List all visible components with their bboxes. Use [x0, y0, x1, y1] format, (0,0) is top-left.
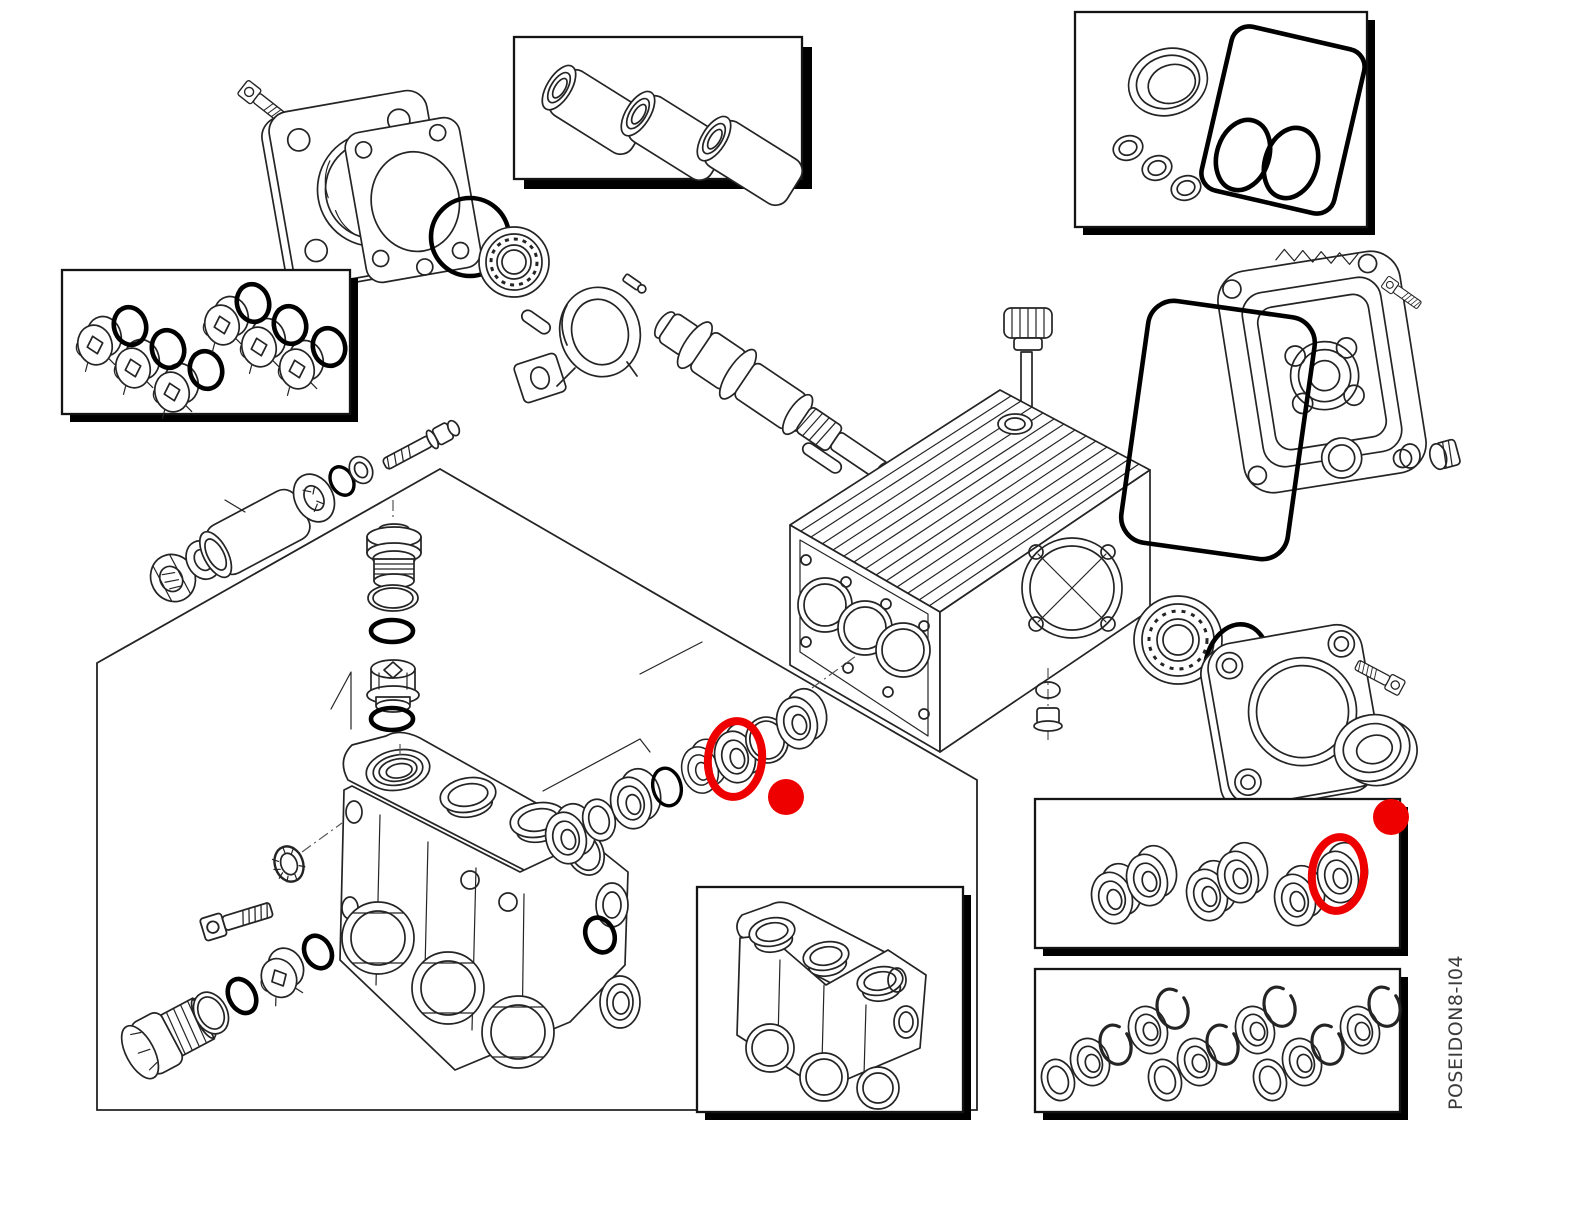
small-seal-ring	[1141, 154, 1173, 182]
spring-retainer	[292, 473, 336, 523]
port-plug	[439, 776, 497, 819]
gland-seal-kit-box	[1033, 797, 1408, 956]
small-seal-ring	[1170, 174, 1202, 202]
o-ring	[368, 705, 416, 733]
leader-line	[224, 499, 246, 513]
front-flange-assembly	[1133, 595, 1418, 812]
o-ring	[1261, 125, 1321, 201]
valve-o-ring	[310, 325, 348, 369]
shaft-oil-seal	[1333, 713, 1418, 787]
valve-o-ring	[271, 303, 309, 347]
plunger-assembly	[149, 419, 461, 603]
cover-gasket-square	[1199, 24, 1367, 216]
outlet-plug	[341, 901, 415, 975]
crankcase-housing	[789, 307, 1151, 753]
outlet-plug	[856, 1066, 900, 1110]
o-ring	[301, 933, 335, 971]
bearing-flange-assembly	[236, 79, 552, 335]
support-ring	[348, 455, 374, 485]
small-seal-ring	[1112, 134, 1144, 162]
drain-plug	[1033, 707, 1063, 732]
inlet-port-open	[365, 748, 431, 792]
crankshaft	[653, 311, 891, 482]
o-ring	[582, 915, 618, 955]
highlight-dot-gland-seal	[1373, 799, 1409, 835]
outlet-plug	[481, 995, 555, 1069]
leader-lines	[542, 641, 703, 792]
plunger-sleeve	[696, 115, 804, 207]
valve-plug-stack	[330, 500, 422, 762]
valve-o-ring	[234, 281, 272, 325]
oil-seal-kit-box	[1073, 10, 1375, 235]
highlight-circle-gland-seal[interactable]	[1307, 833, 1369, 915]
plunger-sleeve-kit-box	[512, 35, 812, 207]
shaft-bearing	[1133, 595, 1223, 685]
plunger-rod	[382, 419, 461, 470]
drain-washer	[1035, 681, 1061, 699]
crank-pin	[520, 309, 552, 335]
plug-o-ring	[1399, 443, 1421, 469]
lock-washer	[271, 845, 306, 883]
highlight-annotations	[703, 717, 1409, 915]
outlet-plug	[411, 951, 485, 1025]
manifold-assembly-box	[695, 885, 971, 1120]
o-ring	[368, 617, 416, 645]
o-ring	[225, 976, 259, 1016]
side-port	[599, 975, 641, 1029]
oring-seal-kit-box	[1033, 967, 1408, 1120]
side-port	[893, 1005, 919, 1039]
rear-cover-assembly	[1118, 248, 1461, 562]
plunger-nut	[149, 553, 197, 603]
valve-kit-box	[60, 268, 358, 422]
highlight-circle-plunger-seal[interactable]	[703, 717, 767, 801]
head-plug	[366, 523, 422, 589]
bearing-opening	[1021, 537, 1123, 639]
valve-o-ring	[111, 304, 149, 348]
o-ring	[650, 766, 684, 808]
threaded-plug	[120, 997, 217, 1080]
cylinder-bores	[797, 554, 931, 720]
shaft-key	[801, 442, 843, 474]
rear-cover	[1217, 248, 1427, 494]
backup-ring	[192, 991, 230, 1035]
highlight-dot-plunger-seal	[768, 779, 804, 815]
drain-plug-stack	[120, 933, 335, 1080]
side-plug	[1428, 438, 1461, 471]
port-plug	[748, 916, 796, 954]
ceramic-sleeve	[198, 488, 311, 579]
outlet-plug	[799, 1052, 849, 1102]
valve-o-ring	[187, 348, 225, 392]
outlet-plug	[745, 1023, 795, 1073]
o-ring	[1213, 117, 1273, 193]
port-plug	[802, 940, 850, 978]
rear-cover-gasket	[1118, 298, 1318, 562]
leader-bracket	[330, 671, 352, 730]
connecting-rod	[513, 273, 647, 404]
backup-ring	[367, 584, 419, 612]
flange-gasket-plate	[344, 116, 482, 284]
diagram-code-label: POSEIDON8-I04	[1445, 955, 1467, 1110]
valve-o-ring	[149, 327, 187, 371]
crankshaft-bearing	[478, 226, 550, 298]
oil-seal	[1127, 47, 1209, 117]
oil-dipstick	[1003, 307, 1053, 435]
